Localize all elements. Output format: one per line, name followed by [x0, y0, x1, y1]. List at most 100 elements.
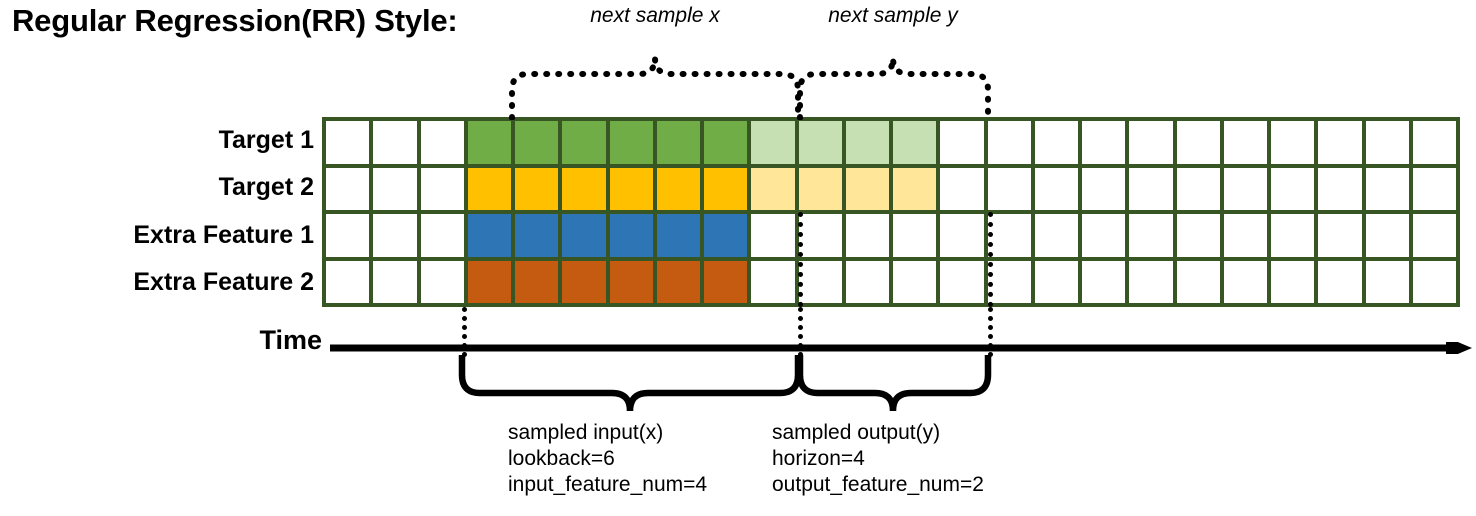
grid-cell-input: [704, 214, 748, 257]
grid-cell: [420, 167, 464, 210]
grid-cell: [1034, 167, 1078, 210]
grid-cell: [1271, 214, 1315, 257]
grid-cell: [845, 214, 889, 257]
brace-sampled-output: [796, 355, 992, 412]
dropline-output-end: [988, 307, 993, 357]
grid-cell: [1034, 214, 1078, 257]
grid-cell: [987, 167, 1031, 210]
grid-cell-input: [562, 167, 606, 210]
grid-cell: [420, 260, 464, 303]
grid-cell-output: [845, 121, 889, 164]
grid-cell-input: [704, 167, 748, 210]
dropline-output-end-features: [988, 212, 993, 307]
grid-cell: [1034, 260, 1078, 303]
grid-cell-input: [562, 214, 606, 257]
grid-cell-input: [515, 260, 559, 303]
grid-cell: [940, 121, 984, 164]
grid-cell: [1271, 260, 1315, 303]
timeseries-grid: [322, 117, 1460, 307]
grid-cell: [326, 260, 370, 303]
grid-cell: [893, 214, 937, 257]
grid-cell-input: [467, 121, 511, 164]
grid-cell-input: [467, 260, 511, 303]
grid-cell: [751, 260, 795, 303]
grid-cell: [1412, 121, 1456, 164]
grid-cell: [420, 121, 464, 164]
grid-cell: [373, 214, 417, 257]
grid-cell-output: [751, 167, 795, 210]
note-sampled-input: sampled input(x) lookback=6 input_featur…: [508, 420, 707, 498]
grid-cell: [940, 214, 984, 257]
dropline-input-end-features: [798, 212, 803, 307]
grid-cell-input: [704, 260, 748, 303]
grid-cell: [1365, 260, 1409, 303]
time-axis-label: Time: [259, 325, 322, 355]
grid-cell: [751, 214, 795, 257]
brace-next-sample-x: [509, 57, 801, 120]
grid-cell-output: [893, 167, 937, 210]
grid-cell: [420, 214, 464, 257]
grid-cell-input: [704, 121, 748, 164]
grid-cell: [1412, 214, 1456, 257]
note-input-line-2: lookback=6: [508, 447, 615, 470]
note-input-line-1: sampled input(x): [508, 421, 664, 444]
grid-cell-input: [656, 214, 700, 257]
note-input-line-3: input_feature_num=4: [508, 473, 708, 496]
brace-sampled-input: [458, 355, 802, 412]
grid-cell: [373, 121, 417, 164]
grid-cell: [1129, 214, 1173, 257]
grid-cell: [1318, 214, 1362, 257]
grid-cell: [1223, 121, 1267, 164]
grid-cell: [987, 121, 1031, 164]
grid-cell: [940, 167, 984, 210]
brace-next-sample-y: [797, 57, 991, 120]
dropline-input-start: [462, 307, 467, 357]
note-sampled-output: sampled output(y) horizon=4 output_featu…: [772, 420, 984, 498]
label-next-sample-x: next sample x: [590, 4, 720, 27]
grid-cell: [1318, 121, 1362, 164]
grid-cell: [1129, 121, 1173, 164]
grid-cell: [326, 167, 370, 210]
grid-cell: [1365, 167, 1409, 210]
grid-cell-input: [515, 121, 559, 164]
grid-cell: [1176, 214, 1220, 257]
grid-cell: [1412, 167, 1456, 210]
grid-cell: [326, 121, 370, 164]
grid-cell: [1176, 260, 1220, 303]
note-output-line-3: output_feature_num=2: [772, 473, 984, 496]
top-dotted-braces: [509, 57, 991, 120]
grid-cell-input: [656, 167, 700, 210]
grid-cell: [1223, 214, 1267, 257]
grid-cell-output: [798, 167, 842, 210]
dropline-input-end: [798, 307, 803, 357]
grid-cell: [1271, 121, 1315, 164]
grid-cell-input: [656, 260, 700, 303]
row-label-extra-feature-1: Extra Feature 1: [133, 221, 314, 249]
row-label-extra-feature-2: Extra Feature 2: [133, 268, 314, 296]
grid-cell: [1082, 167, 1126, 210]
grid-cell-input: [515, 214, 559, 257]
grid-cell: [1365, 121, 1409, 164]
grid-cell: [1082, 121, 1126, 164]
grid-cell-output: [751, 121, 795, 164]
grid-row-extra-feature-1: [326, 214, 1456, 257]
grid-cell: [1365, 214, 1409, 257]
grid-cell: [326, 214, 370, 257]
grid-cell: [893, 260, 937, 303]
grid-cell-input: [609, 167, 653, 210]
note-output-line-2: horizon=4: [772, 447, 865, 470]
grid-cell: [1176, 167, 1220, 210]
grid-cell: [373, 260, 417, 303]
grid-cell-input: [609, 214, 653, 257]
grid-cell: [1318, 167, 1362, 210]
time-axis-arrow-icon: [330, 342, 1472, 354]
grid-cell: [987, 260, 1031, 303]
grid-row-extra-feature-2: [326, 260, 1456, 303]
grid-row-target-1: [326, 121, 1456, 164]
grid-cell: [1412, 260, 1456, 303]
label-next-sample-y: next sample y: [828, 4, 958, 27]
grid-cell: [1318, 260, 1362, 303]
grid-cell-input: [467, 167, 511, 210]
grid-cell-input: [467, 214, 511, 257]
